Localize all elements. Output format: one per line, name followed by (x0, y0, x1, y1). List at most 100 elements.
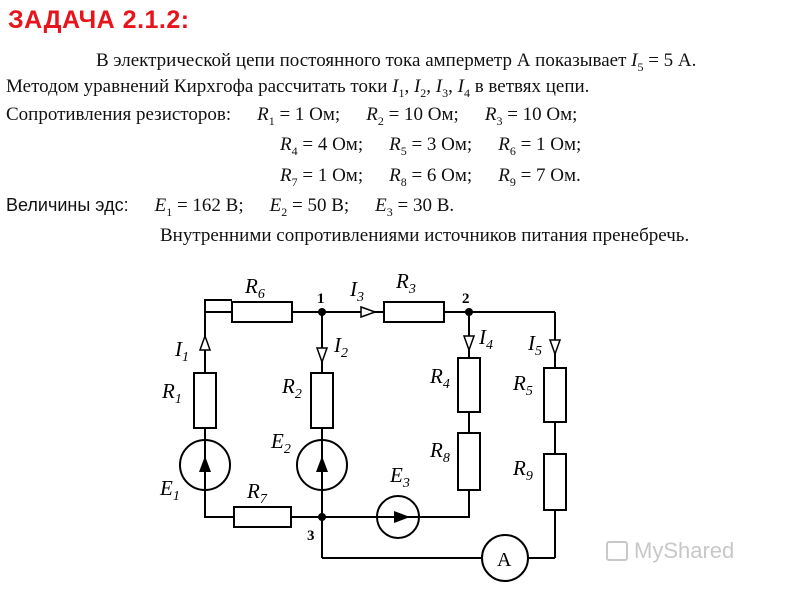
resistor-R6 (231, 301, 293, 323)
label-I5: I5 (527, 331, 542, 359)
emf-value: = 162 В; (172, 195, 244, 216)
current-arrow-I3 (360, 305, 378, 319)
resistor-R1 (193, 372, 217, 429)
node-label-3: 3 (307, 528, 315, 544)
emf-E1-arrow (199, 456, 211, 472)
label-I4: I4 (478, 325, 493, 353)
label-R8: R8 (429, 438, 450, 466)
statement-text: в ветвях цепи. (469, 76, 590, 97)
emf-E3-arrow (394, 511, 410, 523)
emf-symbol: E (154, 195, 167, 216)
current-symbol: I (413, 76, 421, 97)
node-dot (465, 308, 473, 316)
emf-subscript: 3 (386, 204, 393, 219)
node-label-1: 1 (317, 291, 325, 307)
current-symbol: I (392, 76, 399, 97)
resistor-R8 (457, 432, 481, 491)
resistor-symbol: R (498, 134, 510, 155)
resistor-subscript: 7 (291, 174, 298, 189)
resistor-symbol: R (498, 165, 510, 186)
emf-E2-arrow (316, 456, 328, 472)
current-subscript: 3 (442, 85, 449, 100)
task-title: ЗАДАЧА 2.1.2: (8, 6, 190, 34)
emf-subscript: 1 (166, 204, 173, 219)
current-arrow-I2 (315, 347, 329, 365)
label-R9: R9 (512, 456, 533, 484)
resistor-subscript: 1 (268, 113, 275, 128)
ammeter (481, 534, 529, 582)
label-R2: R2 (281, 374, 302, 402)
resistor-symbol: R (366, 104, 378, 125)
current-subscript: 1 (398, 85, 405, 100)
label-R5: R5 (512, 371, 533, 399)
resistor-symbol: R (389, 134, 401, 155)
wire (419, 490, 470, 518)
statement-line-2: Методом уравнений Кирхгофа рассчитать то… (6, 76, 590, 100)
current-subscript: 5 (637, 59, 644, 74)
label-I2: I2 (333, 333, 348, 361)
wire (204, 299, 232, 373)
current-arrow-I1 (198, 333, 212, 351)
statement-text: В электрической цепи постоянного тока ам… (96, 50, 632, 71)
resistor-subscript: 3 (496, 113, 503, 128)
resistor-subscript: 2 (377, 113, 384, 128)
statement-text: = 5 А. (643, 50, 697, 71)
resistor-value: = 10 Ом; (383, 104, 459, 125)
resistor-R3 (383, 301, 445, 323)
resistors-line-3: R7 = 1 Ом;R8 = 6 Ом;R9 = 7 Ом. (280, 165, 581, 190)
resistor-subscript: 4 (291, 143, 298, 158)
resistor-value: = 6 Ом; (406, 165, 473, 186)
current-symbol: I (457, 76, 464, 97)
current-arrow-I5 (548, 339, 562, 357)
emf-subscript: 2 (281, 204, 288, 219)
resistor-subscript: 8 (400, 174, 407, 189)
emf-label: Величины эдс: (6, 195, 129, 215)
resistor-value: = 1 Ом; (297, 165, 364, 186)
label-R3: R3 (395, 269, 416, 297)
label-I3: I3 (349, 277, 364, 305)
resistor-R7 (233, 506, 292, 528)
resistor-symbol: R (280, 165, 292, 186)
ammeter-label: A (497, 549, 512, 571)
node-dot (318, 308, 326, 316)
emf-symbol: E (269, 195, 282, 216)
resistor-value: = 10 Ом; (502, 104, 578, 125)
statement-text: Методом уравнений Кирхгофа рассчитать то… (6, 76, 393, 97)
resistor-symbol: R (257, 104, 269, 125)
label-E1: E1 (159, 476, 180, 504)
resistors-label: Сопротивления резисторов: (6, 104, 232, 125)
wire (204, 490, 234, 518)
emf-line: Величины эдс:E1 = 162 В;E2 = 50 В;E3 = 3… (6, 195, 454, 220)
current-subscript: 2 (420, 85, 427, 100)
resistor-value: = 1 Ом; (515, 134, 582, 155)
current-symbol: I (435, 76, 443, 97)
emf-symbol: E (375, 195, 387, 216)
resistors-line-2: R4 = 4 Ом;R5 = 3 Ом;R6 = 1 Ом; (280, 134, 581, 159)
resistor-R2 (310, 372, 334, 429)
label-R4: R4 (429, 364, 450, 392)
resistor-value: = 4 Ом; (297, 134, 364, 155)
statement-line-1: В электрической цепи постоянного тока ам… (96, 50, 696, 75)
resistors-line-1: Сопротивления резисторов:R1 = 1 Ом;R2 = … (6, 104, 577, 129)
current-symbol: I (631, 50, 638, 71)
resistor-subscript: 6 (509, 143, 516, 158)
resistor-R4 (457, 357, 481, 413)
watermark-text: MyShared (634, 538, 735, 563)
resistor-value: = 7 Ом. (515, 165, 581, 186)
label-R1: R1 (161, 379, 182, 407)
resistor-value: = 3 Ом; (406, 134, 473, 155)
emf-value: = 50 В; (287, 195, 350, 216)
resistor-R9 (543, 453, 567, 511)
resistor-symbol: R (389, 165, 401, 186)
label-E2: E2 (270, 429, 291, 457)
current-subscript: 4 (463, 85, 470, 100)
resistor-R5 (543, 367, 567, 423)
presentation-icon (606, 541, 628, 561)
note-line: Внутренними сопротивлениями источников п… (160, 225, 690, 246)
label-R7: R7 (246, 479, 268, 507)
resistor-value: = 1 Ом; (274, 104, 341, 125)
label-E3: E3 (389, 463, 410, 491)
node-dot (318, 513, 326, 521)
resistor-subscript: 9 (509, 174, 516, 189)
